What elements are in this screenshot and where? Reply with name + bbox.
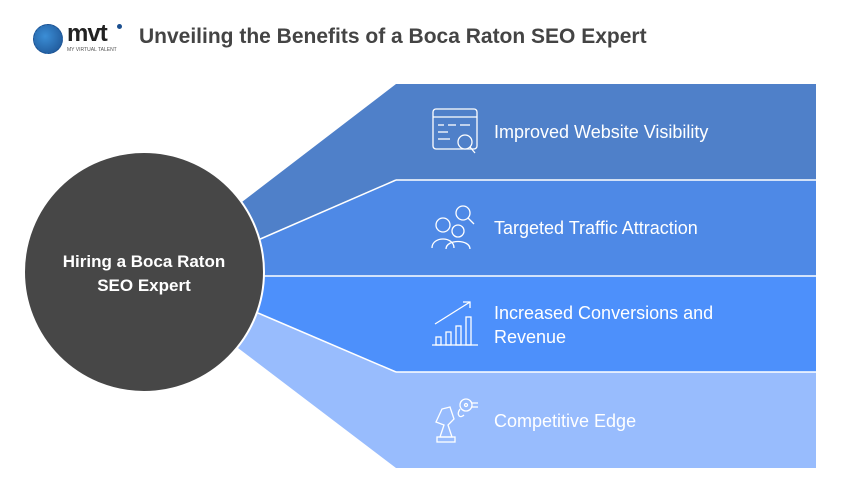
band-2	[258, 180, 816, 276]
logo-dot	[117, 24, 122, 29]
center-label: Hiring a Boca Raton SEO Expert	[62, 252, 226, 295]
band-4	[238, 313, 816, 468]
logo-brand: mvt	[67, 20, 108, 47]
page-title: Unveiling the Benefits of a Boca Raton S…	[139, 25, 647, 48]
chess-knight-icon	[435, 398, 478, 443]
audience-search-icon	[431, 205, 475, 250]
band-1	[238, 84, 816, 240]
logo: mvt MY VIRTUAL TALENT	[33, 20, 123, 56]
logo-tagline: MY VIRTUAL TALENT	[67, 47, 117, 53]
benefit-label: Competitive Edge	[494, 411, 637, 431]
benefit-label: Targeted Traffic Attraction	[494, 218, 698, 238]
center-circle	[23, 151, 265, 393]
benefit-label-text: Increased Conversions and Revenue	[494, 303, 714, 347]
growth-chart-icon	[432, 301, 478, 346]
band-3	[258, 276, 816, 372]
benefit-label: Improved Website Visibility	[494, 122, 709, 142]
website-search-icon	[432, 108, 478, 154]
benefit-label: Increased Conversions and Revenue	[494, 301, 754, 349]
globe-icon	[33, 24, 63, 54]
